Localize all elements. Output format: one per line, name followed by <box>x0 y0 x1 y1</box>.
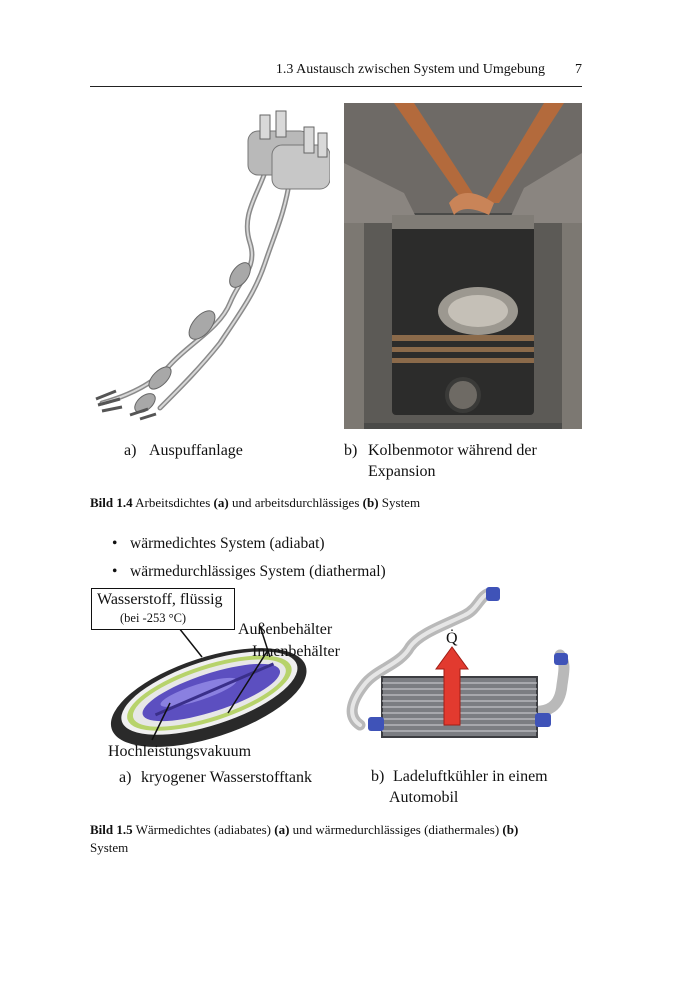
tank-box-line1: Wasserstoff, flüssig <box>97 591 223 608</box>
fig14-sub-b-label-line2: Expansion <box>368 463 436 480</box>
caption-text: und arbeitsdurchlässiges <box>228 495 363 510</box>
page-number: 7 <box>575 62 582 77</box>
fig15-sub-b-marker: b) <box>371 768 385 785</box>
fig15-sub-a-marker: a) <box>119 769 132 786</box>
bullet-list: wärmedichtes System (adiabat) wärmedurch… <box>112 530 386 586</box>
caption-text: Wärmedichtes (adiabates) <box>132 822 275 837</box>
caption-ref-b: (b) <box>362 495 379 510</box>
heat-flow-symbol: Q̇ <box>446 630 458 647</box>
header-rule <box>90 86 582 87</box>
fig15-sub-a-label: kryogener Wasserstofftank <box>141 769 312 786</box>
list-item: wärmedichtes System (adiabat) <box>112 530 386 558</box>
intercooler-image <box>346 587 570 738</box>
caption-ref-a: (a) <box>274 822 290 837</box>
caption-text: Arbeitsdichtes <box>132 495 214 510</box>
tank-content-box: Wasserstoff, flüssig (bei -253 °C) <box>91 588 235 630</box>
figure-1-4-caption: Bild 1.4 Arbeitsdichtes (a) und arbeitsd… <box>90 494 590 512</box>
caption-ref-a: (a) <box>213 495 229 510</box>
fig14-sub-a-label: Auspuffanlage <box>149 442 243 459</box>
fig14-sub-a-marker: a) <box>124 442 137 459</box>
fig14-sub-b-marker: b) <box>344 442 358 459</box>
piston-engine-image <box>344 103 582 429</box>
caption-text: und wärmedurchlässiges (diathermales) <box>289 822 503 837</box>
caption-text: System <box>378 495 421 510</box>
caption-number: Bild 1.5 <box>90 822 133 837</box>
fig14-sub-b-label-line1: Kolbenmotor während der <box>368 442 537 459</box>
figure-1-5-caption: Bild 1.5 Wärmedichtes (adiabates) (a) un… <box>90 821 585 857</box>
caption-number: Bild 1.4 <box>90 495 133 510</box>
caption-text: System <box>90 840 129 855</box>
hydrogen-tank-image <box>110 622 307 747</box>
fig15-sub-b-label-line1: Ladeluftkühler in einem <box>393 768 548 785</box>
tank-box-line2: (bei -253 °C) <box>120 611 187 625</box>
label-outer-container: Außenbehälter <box>238 621 333 638</box>
running-header: 1.3 Austausch zwischen System und Umgebu… <box>275 62 545 77</box>
list-item: wärmedurchlässiges System (diathermal) <box>112 558 386 586</box>
label-inner-container: Innenbehälter <box>252 643 340 660</box>
label-vacuum: Hochleistungsvakuum <box>108 743 252 760</box>
fig15-sub-b-label-line2: Automobil <box>389 789 459 806</box>
caption-ref-b: (b) <box>502 822 519 837</box>
exhaust-system-image <box>95 110 330 421</box>
